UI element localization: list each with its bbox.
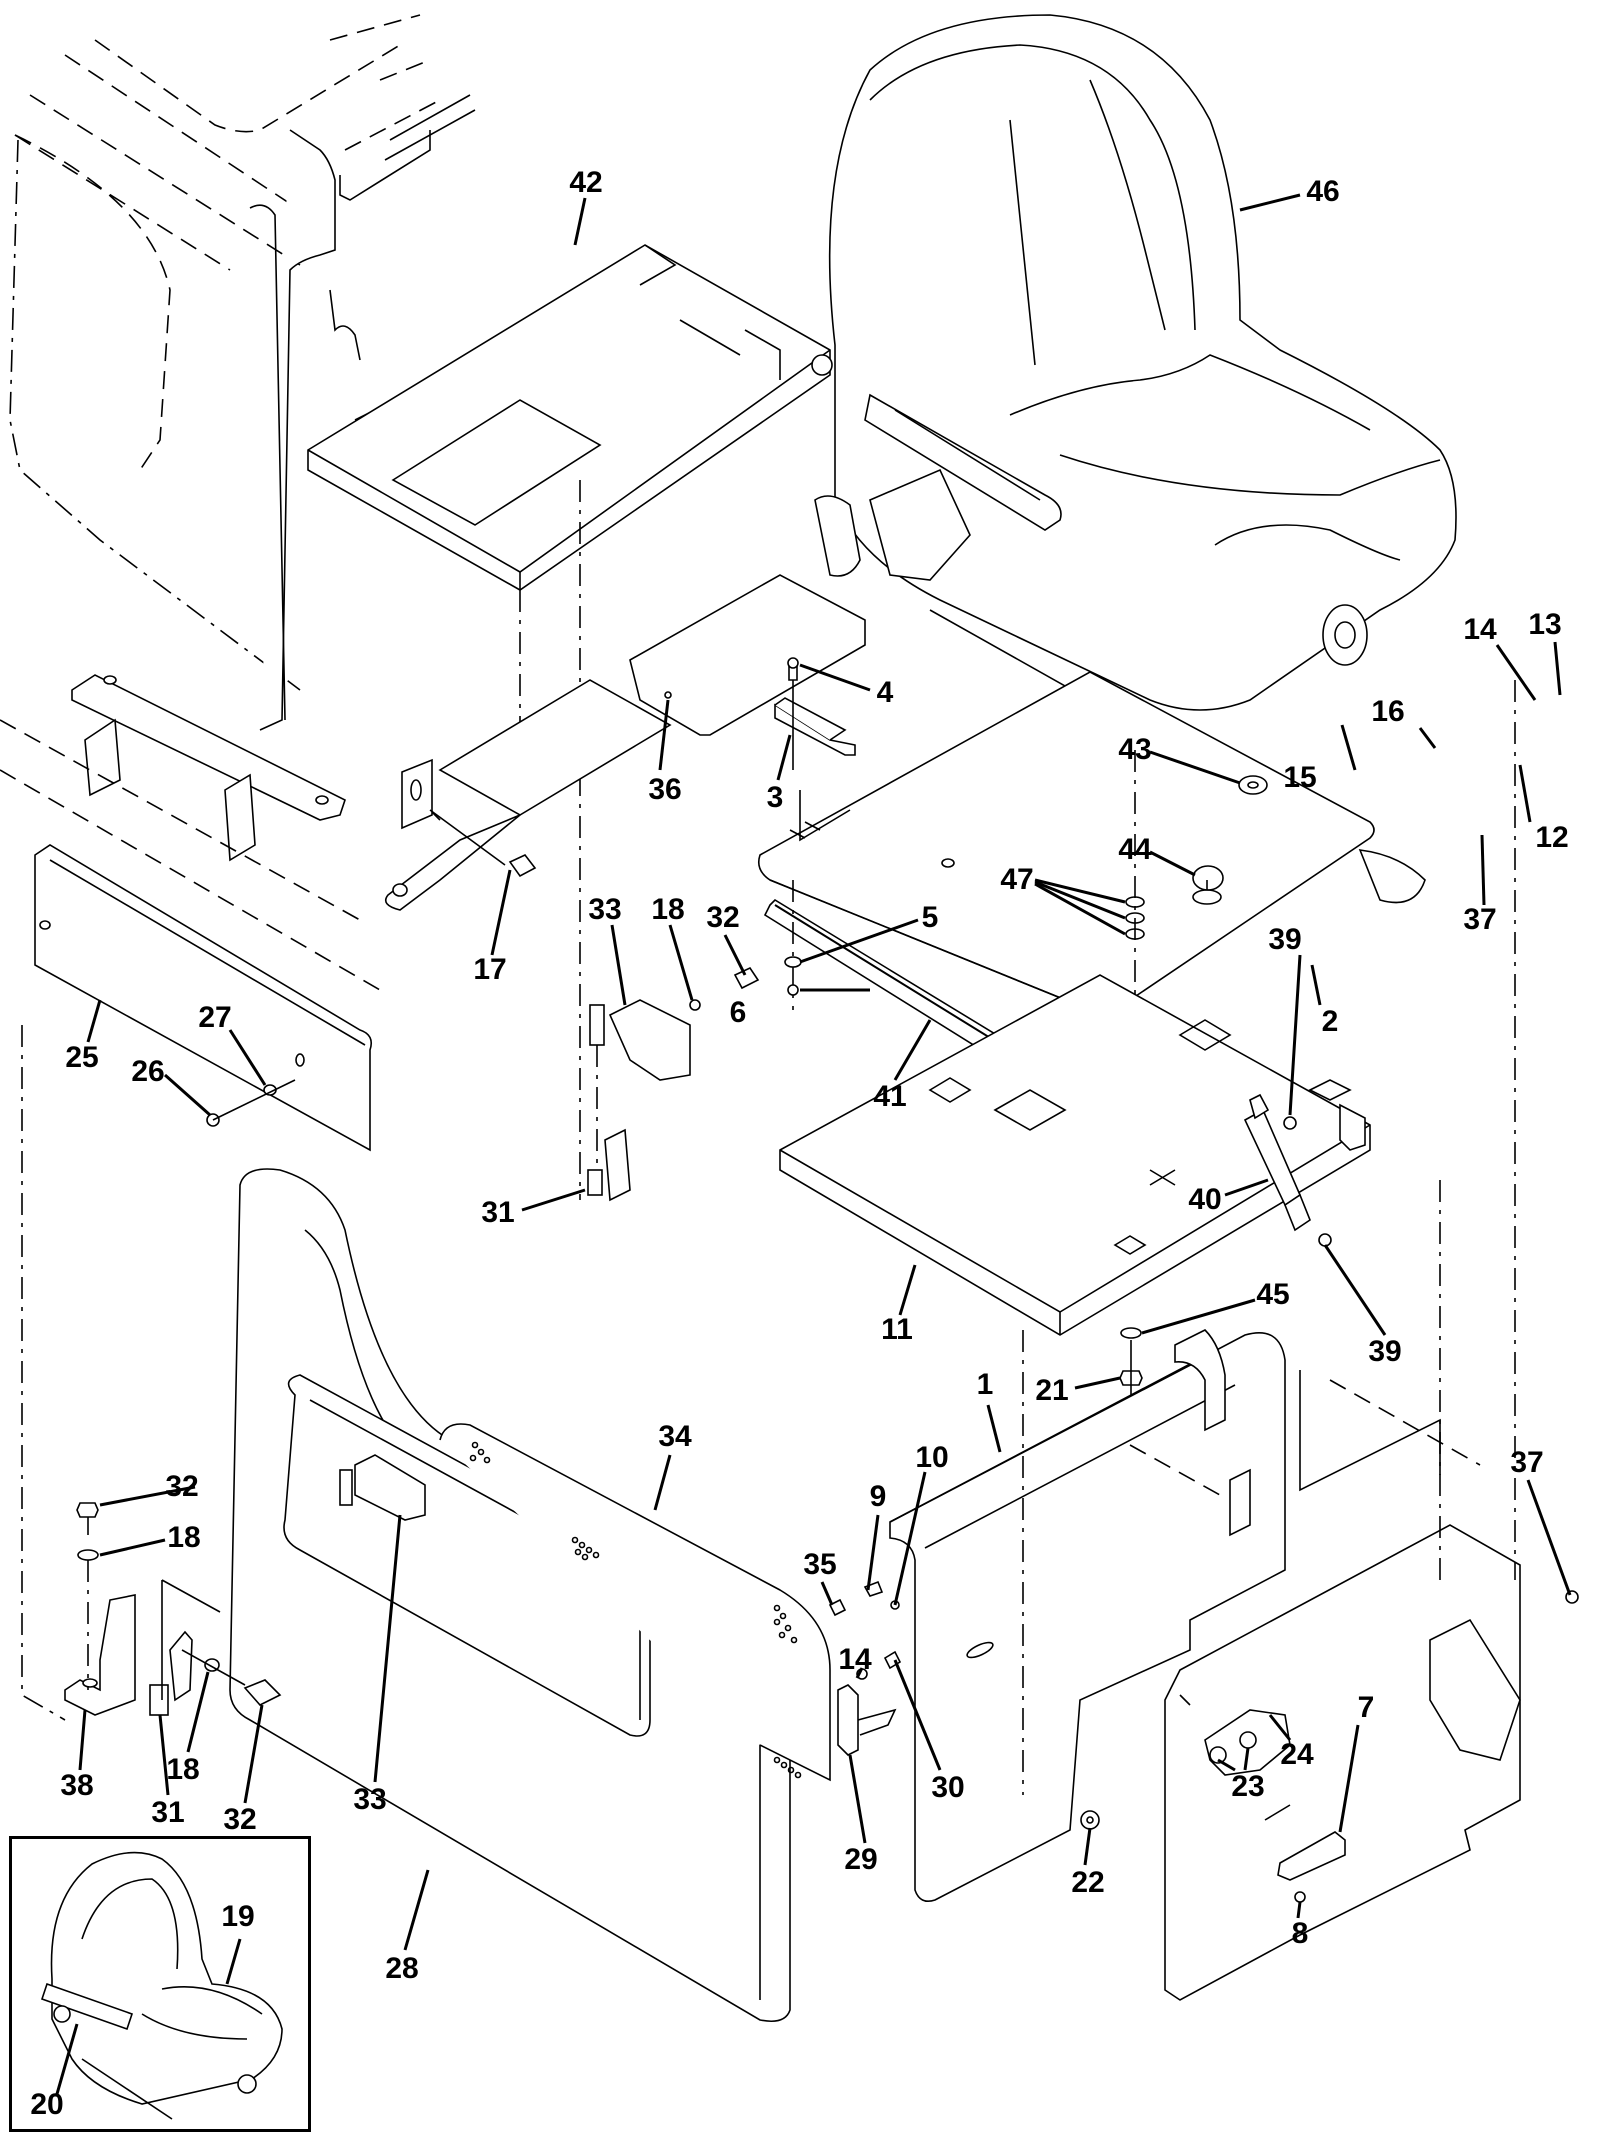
callout-37[interactable]: 37: [1463, 903, 1497, 936]
callout-24[interactable]: 24: [1280, 1738, 1314, 1771]
callout-11[interactable]: 11: [881, 1313, 913, 1346]
callout-3[interactable]: 3: [766, 781, 784, 814]
callout-41[interactable]: 41: [873, 1080, 907, 1113]
callout-43[interactable]: 43: [1118, 733, 1152, 766]
callout-19[interactable]: 19: [221, 1900, 255, 1933]
callout-1[interactable]: 1: [976, 1368, 994, 1401]
callout-7[interactable]: 7: [1357, 1691, 1375, 1724]
callout-45[interactable]: 45: [1256, 1278, 1290, 1311]
inset-seat-drawing: [40, 1851, 283, 2120]
callout-32[interactable]: 32: [223, 1803, 257, 1836]
callout-31[interactable]: 31: [151, 1796, 185, 1829]
callout-8[interactable]: 8: [1291, 1917, 1309, 1950]
cab-phantom-outline: [9, 14, 441, 691]
callout-10[interactable]: 10: [915, 1441, 949, 1474]
hardware-43-44-47: [1125, 750, 1268, 1000]
callout-26[interactable]: 26: [131, 1055, 165, 1088]
callout-15[interactable]: 15: [1283, 761, 1317, 794]
inset-optional-seat: [9, 1836, 311, 2132]
callout-13[interactable]: 13: [1528, 608, 1562, 641]
callout-39[interactable]: 39: [1268, 923, 1302, 956]
callout-5[interactable]: 5: [921, 901, 939, 934]
callout-22[interactable]: 22: [1071, 1866, 1105, 1899]
callout-36[interactable]: 36: [648, 773, 682, 806]
callout-2[interactable]: 2: [1321, 1005, 1339, 1038]
callout-18[interactable]: 18: [651, 893, 685, 926]
callout-21[interactable]: 21: [1035, 1374, 1069, 1407]
callout-31[interactable]: 31: [481, 1196, 515, 1229]
hardware-17: [429, 809, 537, 878]
part-11-insulation-pad: [779, 974, 1371, 1336]
callout-34[interactable]: 34: [658, 1420, 692, 1453]
callout-38[interactable]: 38: [60, 1769, 94, 1802]
top-left-bracket: [0, 674, 381, 1721]
callout-6[interactable]: 6: [729, 996, 747, 1029]
callout-14[interactable]: 14: [1463, 613, 1497, 646]
callout-23[interactable]: 23: [1231, 1770, 1265, 1803]
callout-33[interactable]: 33: [588, 893, 622, 926]
callout-14[interactable]: 14: [838, 1643, 872, 1676]
part-34-liner: [439, 1423, 831, 1782]
hardware-45-21: [1119, 1327, 1143, 1395]
part-36-bracket: [384, 574, 866, 911]
leader-lines: [78, 193, 1572, 1951]
callout-16[interactable]: 16: [1371, 695, 1405, 728]
callout-47[interactable]: 47: [1000, 863, 1034, 896]
callout-12[interactable]: 12: [1535, 821, 1569, 854]
callout-29[interactable]: 29: [844, 1843, 878, 1876]
lower-hinge-group: [64, 1502, 282, 1716]
callout-20[interactable]: 20: [30, 2088, 64, 2121]
callout-44[interactable]: 44: [1118, 833, 1152, 866]
callout-32[interactable]: 32: [165, 1470, 199, 1503]
callout-27[interactable]: 27: [198, 1001, 232, 1034]
callout-28[interactable]: 28: [385, 1952, 419, 1985]
callout-32[interactable]: 32: [706, 901, 740, 934]
callout-17[interactable]: 17: [473, 953, 507, 986]
callout-18[interactable]: 18: [166, 1753, 200, 1786]
hardware-5-6: [784, 880, 802, 1010]
callout-9[interactable]: 9: [869, 1480, 887, 1513]
hardware-26-27: [206, 1079, 296, 1127]
upper-hinge-group: [587, 966, 760, 1202]
callout-35[interactable]: 35: [803, 1548, 837, 1581]
vent-holes: [469, 1441, 802, 1779]
part-40-gas-spring: [1243, 1093, 1332, 1247]
callout-46[interactable]: 46: [1306, 175, 1340, 208]
part-46-seat: [811, 14, 1457, 761]
callout-4[interactable]: 4: [876, 676, 894, 709]
callout-40[interactable]: 40: [1188, 1183, 1222, 1216]
callout-18[interactable]: 18: [167, 1521, 201, 1554]
part-42-top-plate: [307, 244, 831, 1200]
callout-37[interactable]: 37: [1510, 1446, 1544, 1479]
callout-42[interactable]: 42: [569, 166, 603, 199]
callout-25[interactable]: 25: [65, 1041, 99, 1074]
right-side-frame: [1080, 680, 1579, 2001]
part-3-latch: [774, 657, 856, 770]
callout-39[interactable]: 39: [1368, 1335, 1402, 1368]
callout-30[interactable]: 30: [931, 1771, 965, 1804]
part-25-front-panel: [34, 844, 373, 1152]
callout-33[interactable]: 33: [353, 1783, 387, 1816]
